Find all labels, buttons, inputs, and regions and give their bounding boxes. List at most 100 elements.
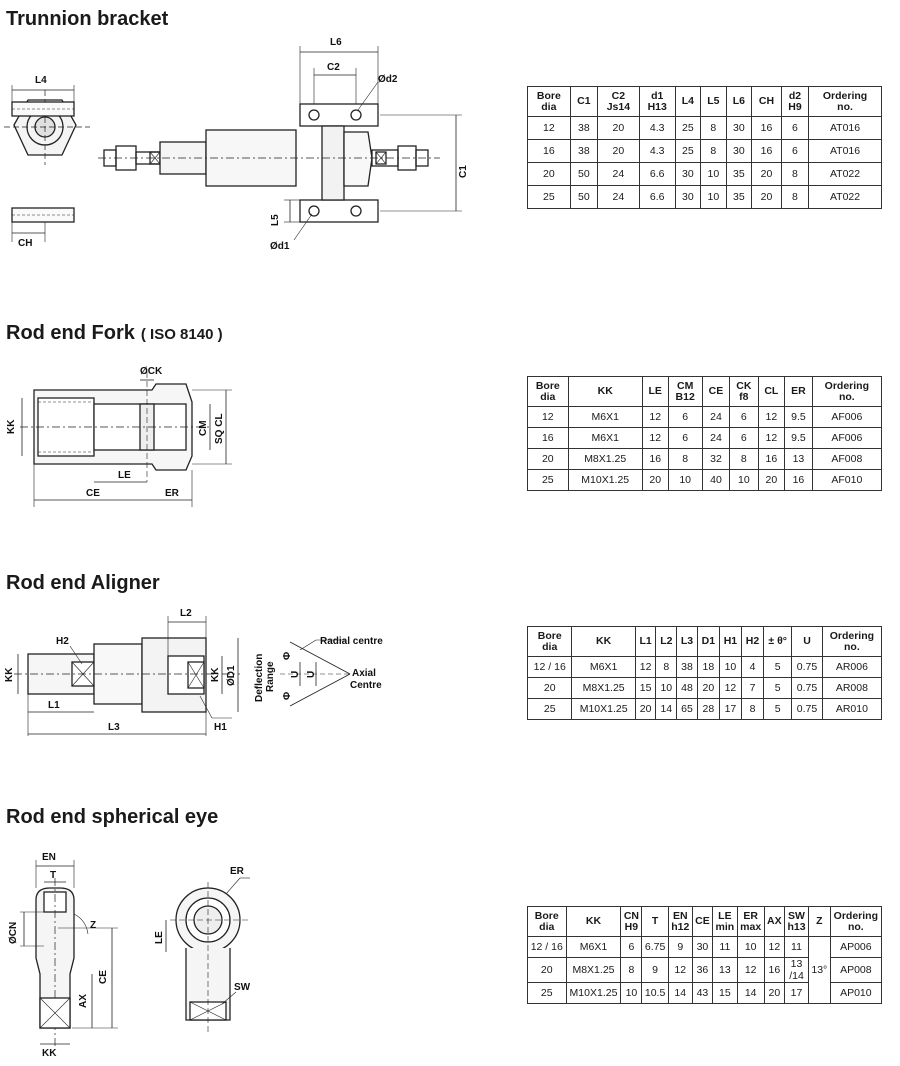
- table-cell: 12: [527, 116, 571, 140]
- table-cell: 36: [691, 957, 714, 983]
- cell-text: 20: [612, 122, 625, 134]
- cell-text: 6: [792, 122, 798, 134]
- cell-text: 16: [543, 145, 555, 157]
- table-cell: 12 / 16: [526, 656, 573, 678]
- table-cell: 43: [691, 982, 714, 1004]
- cell-text: 4.3: [649, 145, 665, 157]
- table-cell: M8X1.25: [567, 448, 643, 470]
- cell-text: 16: [760, 122, 773, 134]
- table-header-cell: LE: [641, 376, 669, 407]
- label-en: EN: [42, 852, 56, 863]
- table-cell: 16: [641, 448, 669, 470]
- cell-text: 20: [540, 964, 553, 976]
- label-l6: L6: [330, 37, 342, 48]
- label-axial: Axial: [352, 668, 376, 679]
- cell-text: 13°: [811, 964, 828, 976]
- label-phi-top: Φ: [282, 652, 293, 660]
- cell-text: 12: [744, 964, 757, 976]
- cell-text: AT022: [829, 191, 861, 203]
- cell-text: 25: [543, 703, 556, 715]
- table-cell: 20: [634, 698, 657, 720]
- table-header-cell: L1: [634, 626, 657, 657]
- cell-text: 14: [674, 987, 687, 999]
- header-text: Bore dia: [536, 89, 561, 113]
- cell-text: 8: [628, 964, 635, 976]
- cell-text: 12: [674, 964, 687, 976]
- label-sq-cl: SQ CL: [214, 413, 225, 444]
- table-cell: M10X1.25: [565, 982, 622, 1004]
- table-header-cell: L4: [674, 86, 702, 117]
- cell-text: 50: [577, 191, 590, 203]
- table-cell: 16: [751, 139, 782, 163]
- cell-text: 24: [612, 168, 625, 180]
- table-cell: 14: [667, 982, 693, 1004]
- header-text: KK: [585, 915, 602, 927]
- table-cell: 12: [634, 656, 657, 678]
- table-cell: AF006: [811, 406, 883, 428]
- cell-text: 32: [710, 453, 722, 465]
- table-cell: 11: [712, 936, 738, 958]
- table-cell: 8: [620, 957, 643, 983]
- table-cell: 9: [667, 936, 693, 958]
- cell-text: M6X1: [591, 432, 619, 444]
- cell-text: 6: [792, 145, 798, 157]
- table-cell: M8X1.25: [571, 677, 636, 699]
- header-text: L4: [681, 95, 694, 107]
- cell-text: M8X1.25: [572, 964, 615, 976]
- table-header-cell: CH: [751, 86, 782, 117]
- header-text: CM B12: [675, 379, 695, 403]
- cell-text: M10X1.25: [581, 474, 630, 486]
- cell-text: M6X1: [591, 411, 619, 423]
- table-cell: 6.6: [638, 185, 676, 209]
- header-text: LE min: [715, 909, 735, 933]
- label-l2: L2: [180, 608, 192, 619]
- cell-text: 6.75: [644, 941, 666, 953]
- table-header-cell: C2 Js14: [596, 86, 640, 117]
- cell-text: 20: [768, 987, 781, 999]
- label-h2: H2: [56, 636, 69, 647]
- header-text: L6: [732, 95, 745, 107]
- header-text: d1 H13: [647, 89, 667, 113]
- cell-text: 10: [625, 987, 638, 999]
- table-header-cell: d2 H9: [780, 86, 810, 117]
- table-cell: 6: [729, 427, 759, 449]
- table-header-cell: CE: [701, 376, 731, 407]
- table-cell: 8: [780, 162, 810, 186]
- label-radial-centre: Radial centre: [320, 636, 383, 647]
- table-cell: 8: [667, 448, 703, 470]
- table-header-cell: Ordering no.: [811, 376, 883, 407]
- cell-text: 36: [696, 964, 709, 976]
- cell-text: 20: [649, 474, 662, 486]
- label-ce: CE: [98, 970, 109, 984]
- table-cell: 65: [676, 698, 698, 720]
- table-header-cell: C1: [569, 86, 598, 117]
- table-header-cell: D1: [696, 626, 720, 657]
- cell-text: 18: [702, 661, 715, 673]
- table-cell: 14: [736, 982, 765, 1004]
- cell-text: 24: [710, 411, 722, 423]
- table-cell: 25: [527, 185, 571, 209]
- table-header-cell: Ordering no.: [808, 86, 882, 117]
- cell-text: 5: [774, 682, 781, 694]
- header-text: U: [803, 635, 811, 647]
- table-cell: 12: [641, 406, 669, 428]
- header-text: ER max: [740, 909, 762, 933]
- table-cell: 38: [569, 116, 598, 140]
- table-cell: 20: [527, 162, 571, 186]
- header-text: Bore dia: [535, 379, 560, 403]
- table-cell: AT022: [808, 185, 882, 209]
- table-cell: 8: [655, 656, 678, 678]
- header-text: KK: [596, 635, 612, 647]
- table-cell: AF006: [811, 427, 883, 449]
- label-ce: CE: [86, 488, 100, 499]
- label-d1: ØD1: [226, 665, 237, 686]
- table-cell: M8X1.25: [565, 957, 622, 983]
- cell-text: 30: [732, 122, 745, 134]
- table-cell: 0.75: [791, 698, 823, 720]
- cell-text: 30: [682, 168, 694, 180]
- header-text: C1: [577, 95, 591, 107]
- cell-text: 8: [663, 661, 670, 673]
